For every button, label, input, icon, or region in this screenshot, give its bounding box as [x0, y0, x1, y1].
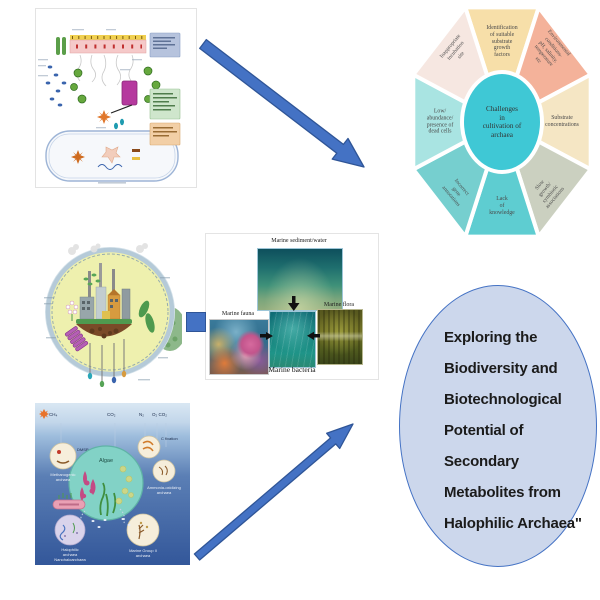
halophilic-archaea-label: Halophilic archaea Nanohaloarchaea	[54, 547, 86, 563]
chloroplast-leaves	[138, 300, 155, 333]
metabolite-droplets	[87, 370, 127, 388]
ocean-art	[35, 403, 190, 565]
metabolite-drop	[114, 122, 118, 130]
nitrogen-fixing-cell	[137, 435, 161, 459]
pointer-line	[110, 104, 133, 114]
petal-label-left: Low/ abundance/ presence of dead cells	[426, 108, 454, 135]
marine-bacteria-label: Marine bacteria	[268, 365, 316, 374]
thylakoid-stack	[64, 326, 89, 352]
cell-factory-art	[44, 243, 186, 391]
smoke-clouds	[68, 243, 148, 255]
ground-strip	[76, 319, 132, 324]
protein-aggregate	[97, 110, 111, 124]
challenges-octagon: Identification of suitable substrate gro…	[405, 0, 600, 248]
legend-box-green	[149, 88, 181, 120]
dmsp-label: DMSP	[77, 447, 89, 452]
arrow-bottom-right-icon	[193, 423, 354, 561]
seaweed	[99, 482, 117, 517]
flower-cluster	[65, 300, 79, 321]
legend-box-orange	[149, 122, 181, 146]
marine-sources-grid: Marine sediment/water Marine fauna Marin…	[205, 233, 379, 380]
petal-label-right: Substrate concentrations	[545, 115, 579, 128]
marine-bacteria-photo	[269, 311, 316, 368]
secretion-pipes	[89, 339, 125, 381]
vesicles	[83, 273, 101, 286]
cell-factory-diagram	[42, 237, 186, 391]
metabolite-drop	[120, 118, 124, 126]
title-text: Exploring the Biodiversity and Biotechno…	[444, 329, 582, 532]
sun-icon	[39, 409, 49, 419]
octagon-center-label: Challenges in cultivation of archaea	[482, 104, 522, 139]
particles	[91, 518, 131, 528]
particle-trails	[80, 508, 125, 526]
archaeal-cell-structure-diagram	[35, 8, 197, 188]
diatoms	[115, 465, 134, 505]
marine-flora-label: Marine flora	[323, 302, 355, 308]
connector-square	[186, 312, 206, 332]
marine-archaea-ecosystem-diagram: CH₄ CO₂ N₂ O₂ CO₂ C fixation DMSP Algae …	[35, 403, 190, 565]
marine-sediment-water-label: Marine sediment/water	[271, 238, 327, 244]
enzyme-block	[121, 80, 138, 106]
petal-label-top: Identification of suitable substrate gro…	[486, 25, 518, 59]
algae-label: Algae	[98, 458, 114, 464]
gas-n2-label: N₂	[139, 412, 144, 417]
arrow-top-right-icon	[199, 38, 365, 168]
cell-membrane	[69, 35, 147, 54]
gas-co2-label: CO₂	[107, 412, 116, 417]
legend-box-blue	[149, 32, 181, 58]
marine-fauna-label: Marine fauna	[221, 311, 255, 317]
marine-sediment-water-photo	[257, 248, 343, 311]
octagon-center-circle	[460, 70, 544, 174]
title-ellipse: Exploring the Biodiversity and Biotechno…	[399, 285, 597, 567]
ammonia-oxidizing-archaea-label: Ammonia-oxidizing archaea	[147, 485, 181, 496]
cytoplasmic-proteins	[45, 65, 161, 107]
algae-bloom	[68, 445, 144, 521]
haloarchaea-pill	[52, 493, 86, 510]
methanogenic-archaea-cell	[49, 442, 77, 470]
marine-group2-cell	[126, 513, 160, 547]
cell-structure-art	[38, 29, 181, 184]
octagon-shapes	[411, 5, 593, 239]
ammonia-oxidizing-cell	[152, 459, 176, 483]
c-fixation-label: C fixation	[161, 436, 178, 441]
red-algae	[80, 471, 96, 501]
halophilic-archaea-cell	[54, 514, 86, 546]
methanogenic-archaea-label: Methanogenic archaea	[50, 472, 76, 483]
gas-o2co2-label: O₂ CO₂	[152, 412, 167, 417]
illegible-labels	[38, 29, 142, 184]
marine-fauna-photo	[209, 319, 269, 375]
petal-label-bottom: Lack of knowledge	[489, 195, 515, 216]
gas-ch4-label: CH₄	[49, 412, 58, 417]
membrane-transporter	[56, 37, 66, 55]
soil-mound	[76, 324, 132, 339]
archaeal-cell-capsule	[45, 130, 179, 182]
marine-grid-arrows	[260, 296, 320, 340]
marine-group2-archaea-label: Marine Group II archaea	[129, 548, 157, 559]
